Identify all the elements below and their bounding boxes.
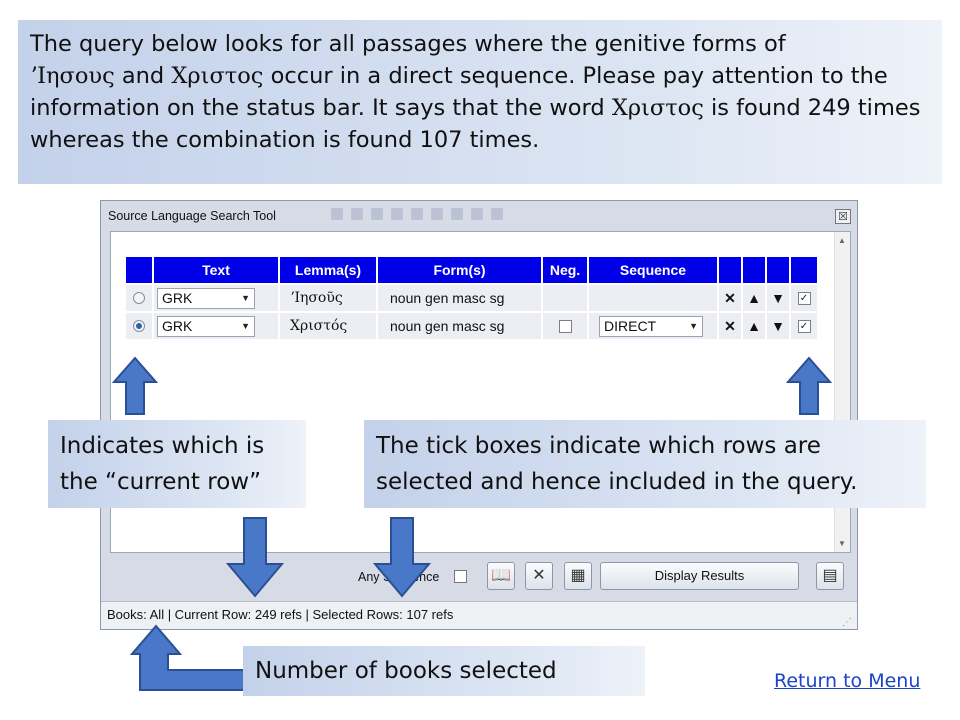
row-selected-checkbox[interactable]: ✓ xyxy=(797,291,811,305)
down-arrow-icon xyxy=(373,517,431,598)
clear-button[interactable]: ✕ xyxy=(525,562,553,590)
intro-line3: is found 249 times whereas the combinati… xyxy=(30,95,921,153)
delete-row-icon[interactable]: ✕ xyxy=(719,285,741,311)
intro-and: and xyxy=(121,63,165,89)
book-icon: 📖 xyxy=(491,567,511,584)
text-cell: GRK ▼ xyxy=(154,313,278,339)
header-forms: Form(s) xyxy=(378,257,541,283)
window-title: Source Language Search Tool xyxy=(108,209,276,223)
current-row-callout: Indicates which is the “current row” xyxy=(48,420,306,508)
books-callout: Number of books selected xyxy=(243,646,645,696)
header-sequence: Sequence xyxy=(589,257,717,283)
table-icon: ▤ xyxy=(822,567,838,584)
text-select-value: GRK xyxy=(162,290,193,306)
bent-arrow-icon xyxy=(129,624,245,691)
lemma-cell[interactable]: Χριστός xyxy=(280,313,376,339)
book-select-button[interactable]: 📖 xyxy=(487,562,515,590)
chevron-down-icon: ▼ xyxy=(241,293,250,303)
export-button[interactable]: ▤ xyxy=(816,562,844,590)
status-text: Books: All | Current Row: 249 refs | Sel… xyxy=(107,607,454,622)
greek-christ: Χριστος xyxy=(171,63,264,89)
form-cell[interactable]: noun gen masc sg xyxy=(378,285,541,311)
header-down xyxy=(767,257,789,283)
chevron-down-icon: ▼ xyxy=(689,321,698,331)
current-row-radio[interactable] xyxy=(133,292,145,304)
row-radio-cell[interactable] xyxy=(126,313,152,339)
query-row: GRK ▼ ʼΙησοῦς noun gen masc sg ✕ ▲ ▼ ✓ xyxy=(126,285,817,311)
move-down-icon[interactable]: ▼ xyxy=(767,313,789,339)
query-row: GRK▼ Χριστός noun gen masc sg DIRECT▼ ✕ … xyxy=(126,313,817,339)
greek-christ-2: Χριστος xyxy=(611,95,704,121)
toolbar-ghost xyxy=(331,207,631,225)
resize-grip-icon[interactable]: ⋰ xyxy=(842,617,853,628)
query-grid: Text Lemma(s) Form(s) Neg. Sequence GRK ▼ xyxy=(124,255,819,341)
close-icon[interactable]: ☒ xyxy=(835,209,851,224)
header-lemma: Lemma(s) xyxy=(280,257,376,283)
grid-icon: ▦ xyxy=(570,567,586,584)
greek-jesus: ʼΙησους xyxy=(30,63,115,89)
move-down-icon[interactable]: ▼ xyxy=(767,285,789,311)
down-arrow-icon xyxy=(226,517,284,598)
move-up-icon[interactable]: ▲ xyxy=(743,313,765,339)
options-button[interactable]: ▦ xyxy=(564,562,592,590)
neg-cell xyxy=(543,285,587,311)
select-cell[interactable]: ✓ xyxy=(791,285,817,311)
chevron-down-icon: ▼ xyxy=(241,321,250,331)
negation-checkbox[interactable] xyxy=(558,319,572,333)
tick-boxes-callout: The tick boxes indicate which rows are s… xyxy=(364,420,926,508)
header-delete xyxy=(719,257,741,283)
row-selected-checkbox[interactable]: ✓ xyxy=(797,319,811,333)
header-up xyxy=(743,257,765,283)
scroll-up-icon[interactable]: ▲ xyxy=(838,236,846,245)
scroll-down-icon[interactable]: ▼ xyxy=(838,539,846,548)
text-cell: GRK ▼ xyxy=(154,285,278,311)
close-icon: ✕ xyxy=(532,567,546,584)
header-text: Text xyxy=(154,257,278,283)
text-select[interactable]: GRK ▼ xyxy=(157,315,255,337)
sequence-select-value: DIRECT xyxy=(604,318,657,334)
bottom-toolbar: Any Sequence 📖 ✕ ▦ Display Results ▤ xyxy=(110,557,851,599)
sequence-select[interactable]: DIRECT ▼ xyxy=(599,315,703,337)
status-bar: Books: All | Current Row: 249 refs | Sel… xyxy=(101,601,857,629)
up-arrow-icon xyxy=(112,356,158,415)
row-radio-cell[interactable] xyxy=(126,285,152,311)
return-to-menu-link[interactable]: Return to Menu xyxy=(774,670,921,692)
lemma-cell[interactable]: ʼΙησοῦς xyxy=(280,285,376,311)
neg-cell[interactable] xyxy=(543,313,587,339)
header-blank xyxy=(126,257,152,283)
intro-text: The query below looks for all passages w… xyxy=(18,20,942,184)
move-up-icon[interactable]: ▲ xyxy=(743,285,765,311)
grid-header: Text Lemma(s) Form(s) Neg. Sequence xyxy=(126,257,817,283)
sequence-cell xyxy=(589,285,717,311)
delete-row-icon[interactable]: ✕ xyxy=(719,313,741,339)
intro-line2: occur in a direct sequence. Please pay a… xyxy=(30,63,888,121)
header-neg: Neg. xyxy=(543,257,587,283)
form-cell[interactable]: noun gen masc sg xyxy=(378,313,541,339)
header-select xyxy=(791,257,817,283)
up-arrow-icon xyxy=(786,356,832,415)
select-cell[interactable]: ✓ xyxy=(791,313,817,339)
any-sequence-checkbox[interactable] xyxy=(454,570,467,583)
text-select-value: GRK xyxy=(162,318,193,334)
search-tool-window: Source Language Search Tool ☒ Text Lemma… xyxy=(100,200,858,630)
intro-line1: The query below looks for all passages w… xyxy=(30,31,786,57)
text-select[interactable]: GRK ▼ xyxy=(157,287,255,309)
sequence-cell: DIRECT ▼ xyxy=(589,313,717,339)
display-results-button[interactable]: Display Results xyxy=(600,562,799,590)
current-row-radio[interactable] xyxy=(133,320,145,332)
